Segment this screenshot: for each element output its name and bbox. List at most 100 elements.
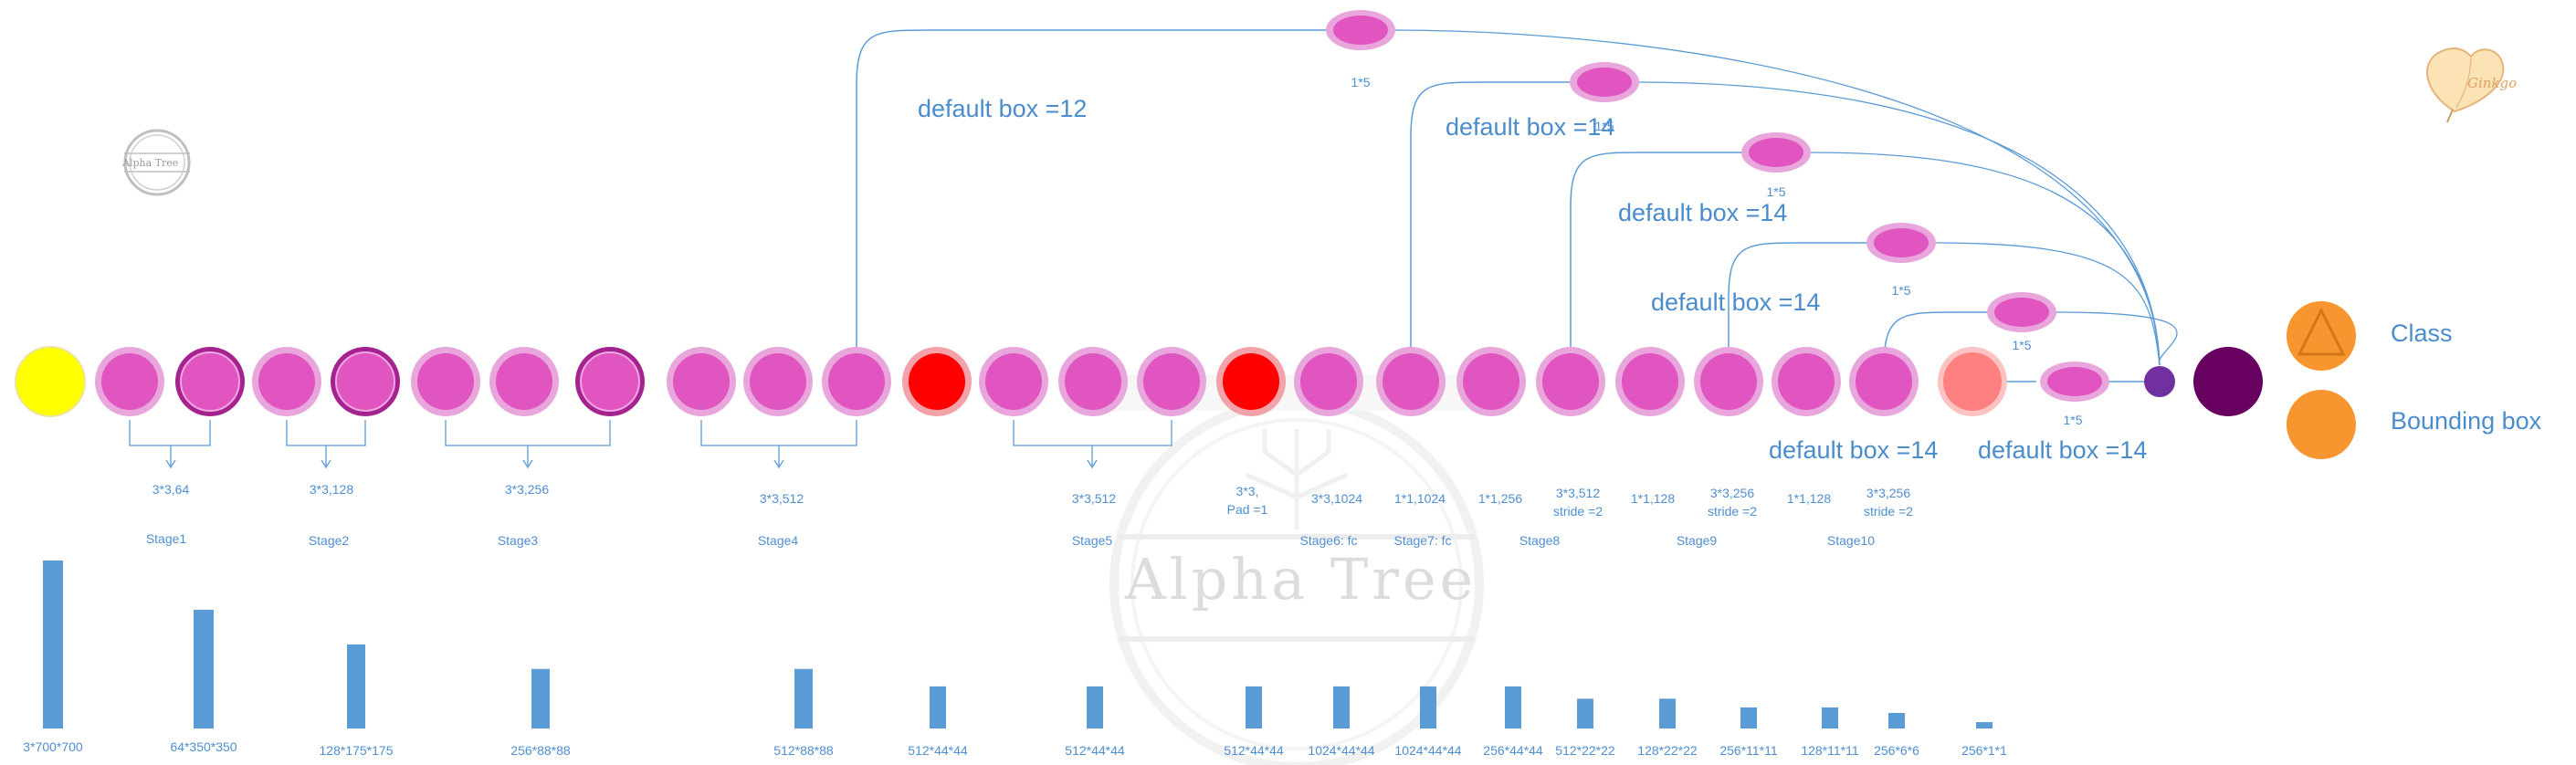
arrow-head-icon <box>522 459 533 469</box>
default-box-label: default box =14 <box>1651 288 1821 316</box>
feature-map-label: 128*11*11 <box>1801 743 1859 758</box>
feature-map-bar <box>1740 707 1757 728</box>
maxpool-layer-core <box>909 353 965 410</box>
conv-param-line: 3*3,256 <box>1866 486 1911 500</box>
conv-layer-core <box>1700 353 1757 410</box>
feature-map-bar <box>43 561 63 728</box>
stage-label: Stage8 <box>1519 533 1561 548</box>
stage-bracket <box>286 420 366 446</box>
conv-param-line: 3*3,256 <box>1709 486 1755 500</box>
head-branch-line <box>1728 242 1868 358</box>
conv-param-label: 3*3,256 stride =2 <box>1864 484 1913 520</box>
conv-param-label: 3*3,64 <box>152 482 190 497</box>
head-size-label: 1*5 <box>1351 75 1371 89</box>
conv-param-label: 3*3,1024 <box>1310 491 1363 506</box>
conv-layer-core <box>673 353 730 410</box>
conv-layer-core <box>1383 353 1439 410</box>
alpha-tree-logo-icon <box>123 129 191 196</box>
concat-node <box>2144 366 2175 397</box>
ginkgo-logo-icon <box>2426 47 2505 123</box>
conv-layer-core <box>496 353 552 410</box>
stage-bracket <box>445 420 611 446</box>
stage-label: Stage2 <box>308 533 350 548</box>
conv-layer-core <box>1463 353 1519 410</box>
legend-bounding-box-icon <box>2287 390 2356 459</box>
head-branch-line <box>1410 81 1572 358</box>
feature-map-label: 64*350*350 <box>170 739 237 754</box>
detection-head-core <box>1333 16 1388 45</box>
arrow-head-icon <box>165 459 176 469</box>
pool-layer-core <box>335 351 395 412</box>
feature-map-label: 1024*44*44 <box>1308 743 1375 758</box>
detection-output-node <box>2193 347 2263 416</box>
feature-map-bar <box>1976 722 1992 728</box>
conv-layer-core <box>828 353 885 410</box>
feature-map-bar <box>531 668 550 728</box>
conv-param-line: 3*3, <box>1235 484 1259 498</box>
detection-head-core <box>1874 228 1929 257</box>
stage-bracket <box>1013 420 1172 446</box>
conv-layer-core <box>101 353 158 410</box>
conv-param-label: 3*3, Pad =1 <box>1227 482 1268 519</box>
stage-label: Stage5 <box>1071 533 1113 548</box>
head-size-label: 1*5 <box>2063 413 2083 427</box>
head-size-label: 1*5 <box>1891 283 1911 298</box>
pool-layer-core <box>580 351 640 412</box>
feature-map-bar <box>1420 686 1436 728</box>
default-box-label-text: default box =14 <box>1446 113 1615 141</box>
default-box-label: default box =14 <box>1978 436 2148 464</box>
conv-layer-core <box>1856 353 1912 410</box>
detection-head-core <box>1577 68 1632 97</box>
conv-param-line: 3*3,512 <box>1555 486 1601 500</box>
conv-param-line: Pad =1 <box>1226 502 1268 517</box>
head-size-label: 1*5 <box>1766 184 1786 199</box>
conv-param-label: 1*1,128 <box>1786 491 1832 506</box>
conv-param-label: 1*1,256 <box>1477 491 1523 506</box>
feature-map-label: 512*44*44 <box>1224 743 1284 758</box>
feature-map-label: 512*44*44 <box>908 743 968 758</box>
feature-map-bar <box>1577 698 1593 728</box>
feature-map-label: 512*88*88 <box>773 743 834 758</box>
feature-map-bar <box>1888 712 1905 728</box>
input-image-node <box>15 346 86 417</box>
conv-param-label: 3*3,512 <box>759 491 804 506</box>
arrow-head-icon <box>773 459 784 469</box>
stage-label: Stage1 <box>145 531 187 546</box>
feature-map-label: 512*22*22 <box>1555 743 1615 758</box>
head-merge-line <box>2054 311 2178 366</box>
default-box-label: default box =12 <box>918 95 1088 122</box>
conv-param-label: 3*3,128 <box>309 482 354 497</box>
feature-map-bar <box>794 668 813 728</box>
feature-map-bar <box>1333 686 1350 728</box>
feature-map-label: 128*22*22 <box>1637 743 1698 758</box>
conv-param-label: 1*1,1024 <box>1393 491 1446 506</box>
conv-layer-core <box>1143 353 1200 410</box>
output-layer-core <box>1943 352 2002 411</box>
conv-param-line: stride =2 <box>1552 504 1603 519</box>
feature-map-label: 256*88*88 <box>510 743 571 758</box>
head-merge-line <box>1808 152 2161 366</box>
legend-bounding-box-label: Bounding box <box>2391 407 2542 435</box>
conv-layer-core <box>258 353 315 410</box>
feature-map-bar <box>1505 686 1521 728</box>
stage-bracket <box>700 420 857 446</box>
detection-head-core <box>2047 367 2102 396</box>
default-box-label: default box =14 <box>1618 199 1787 227</box>
conv-layer-core <box>1778 353 1835 410</box>
feature-map-label: 1024*44*44 <box>1394 743 1462 758</box>
feature-map-label: 3*700*700 <box>23 739 83 754</box>
head-branch-line <box>1570 152 1743 358</box>
feature-map-label: 256*11*11 <box>1719 743 1778 758</box>
detection-head-core <box>1749 138 1803 167</box>
head-merge-line <box>1933 242 2161 366</box>
stage-label: Stage10 <box>1826 533 1876 548</box>
default-box-label-text: default box =14 <box>1618 199 1788 226</box>
stage-label: Stage4 <box>757 533 799 548</box>
head-size-label: 1*5 <box>2012 338 2032 352</box>
conv-param-label: 3*3,256 <box>504 482 550 497</box>
conv-param-line: stride =2 <box>1863 504 1914 519</box>
feature-map-bar <box>1246 686 1262 728</box>
legend-class-label: Class <box>2391 320 2453 347</box>
feature-map-label: 128*175*175 <box>319 743 394 758</box>
